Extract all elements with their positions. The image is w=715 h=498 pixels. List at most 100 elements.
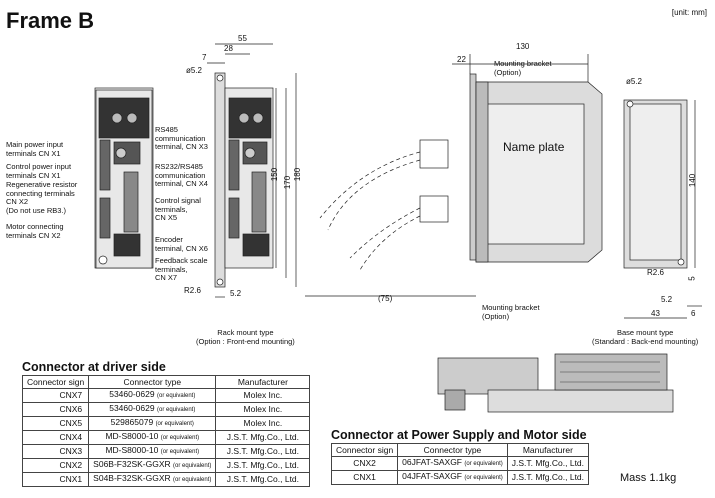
dim-6: 6 <box>691 309 696 318</box>
mass-label: Mass 1.1kg <box>620 472 677 484</box>
col-sign: Connector sign <box>21 375 90 389</box>
cell-maker: J.S.T. Mfg.Co., Ltd. <box>215 458 311 473</box>
power-side-heading: Connector at Power Supply and Motor side <box>331 428 587 442</box>
note-text: (or equivalent) <box>155 421 194 427</box>
cell-sign: CNX2 <box>21 458 90 473</box>
dim-r26b: R2.6 <box>647 268 664 277</box>
cell-maker: J.S.T. Mfg.Co., Ltd. <box>215 472 311 487</box>
cell-maker: Molex Inc. <box>215 388 311 403</box>
dim-phi52b: ø5.2 <box>626 77 643 86</box>
label-motor: Motor connecting terminals CN X2 <box>6 222 64 240</box>
caption-base: Base mount type (Standard : Back-end mou… <box>592 328 699 346</box>
table-header-row: Connector sign Connector type Manufactur… <box>21 375 311 389</box>
table-row: CNX2 S06B-F32SK-GGXR (or equivalent) J.S… <box>21 458 311 473</box>
type-text: 04JFAT-SAXGF <box>402 471 463 481</box>
note-text: (or equivalent) <box>173 477 212 483</box>
label-bracket-top: Mounting bracket (Option) <box>494 59 552 77</box>
dim-140: 140 <box>688 173 698 188</box>
type-text: 529865079 <box>110 417 154 427</box>
note-text: (or equivalent) <box>173 463 212 469</box>
dim-55: 55 <box>238 34 247 43</box>
cell-maker: Molex Inc. <box>215 416 311 431</box>
col-type: Connector type <box>88 375 217 389</box>
table-row: CNX7 53460-0629 (or equivalent) Molex In… <box>21 388 311 403</box>
label-feedback: Feedback scale terminals, CN X7 <box>155 256 208 282</box>
cell-sign: CNX6 <box>21 402 90 417</box>
dim-75: (75) <box>378 294 393 303</box>
cell-type: 529865079 (or equivalent) <box>88 416 217 431</box>
cell-maker: J.S.T. Mfg.Co., Ltd. <box>215 444 311 459</box>
type-text: MD-S8000-10 <box>105 445 159 455</box>
note-text: (or equivalent) <box>464 475 503 481</box>
cell-maker: Molex Inc. <box>215 402 311 417</box>
dim-150: 150 <box>270 167 280 182</box>
table-row: CNX4 MD-S8000-10 (or equivalent) J.S.T. … <box>21 430 311 445</box>
cell-sign: CNX3 <box>21 444 90 459</box>
dim-r26: R2.6 <box>184 286 201 295</box>
driver-side-table: Connector sign Connector type Manufactur… <box>21 375 311 487</box>
cell-type: 53460-0629 (or equivalent) <box>88 388 217 403</box>
col-maker: Manufacturer <box>215 375 311 389</box>
dim-5: 5 <box>687 276 697 281</box>
side-view <box>305 54 603 297</box>
cell-sign: CNX1 <box>330 470 399 485</box>
dim-180: 180 <box>293 167 303 182</box>
base-mount-view <box>623 99 702 319</box>
cell-sign: CNX4 <box>21 430 90 445</box>
dim-43: 43 <box>651 309 660 318</box>
label-encoder: Encoder terminal, CN X6 <box>155 235 208 253</box>
dim-130: 130 <box>516 42 530 51</box>
cell-sign: CNX7 <box>21 388 90 403</box>
type-text: 53460-0629 <box>109 403 155 413</box>
cell-sign: CNX2 <box>330 456 399 471</box>
dim-52: 5.2 <box>230 289 242 298</box>
cell-maker: J.S.T. Mfg.Co., Ltd. <box>506 456 590 471</box>
caption-rack: Rack mount type (Option : Front-end moun… <box>196 328 295 346</box>
cell-type: MD-S8000-10 (or equivalent) <box>88 430 217 445</box>
table-row: CNX1 S04B-F32SK-GGXR (or equivalent) J.S… <box>21 472 311 487</box>
table-row: CNX6 53460-0629 (or equivalent) Molex In… <box>21 402 311 417</box>
type-text: 06JFAT-SAXGF <box>402 457 463 467</box>
unit-label: [unit: mm] <box>671 8 707 17</box>
dim-22: 22 <box>457 55 466 64</box>
cell-type: S04B-F32SK-GGXR (or equivalent) <box>88 472 217 487</box>
type-text: S06B-F32SK-GGXR <box>93 459 171 469</box>
col-maker: Manufacturer <box>506 443 590 457</box>
cell-sign: CNX5 <box>21 416 90 431</box>
note-text: (or equivalent) <box>464 461 503 467</box>
note-text: (or equivalent) <box>160 449 200 455</box>
type-text: 53460-0629 <box>109 389 155 399</box>
front-view-rack <box>214 72 274 288</box>
power-side-table: Connector sign Connector type Manufactur… <box>330 443 590 485</box>
page-title: Frame B <box>6 8 95 33</box>
dim-phi52: ø5.2 <box>186 66 203 75</box>
driver-side-heading: Connector at driver side <box>22 360 166 374</box>
cell-type: 04JFAT-SAXGF (or equivalent) <box>397 470 508 485</box>
table-header-row: Connector sign Connector type Manufactur… <box>330 443 590 457</box>
table-row: CNX5 529865079 (or equivalent) Molex Inc… <box>21 416 311 431</box>
dim-7: 7 <box>202 53 207 62</box>
label-rs485: RS485 communication terminal, CN X3 <box>155 125 208 151</box>
cell-type: 06JFAT-SAXGF (or equivalent) <box>397 456 508 471</box>
cell-maker: J.S.T. Mfg.Co., Ltd. <box>506 470 590 485</box>
label-control-power: Control power input terminals CN X1 <box>6 162 72 180</box>
front-view-driver <box>94 87 154 269</box>
cell-sign: CNX1 <box>21 472 90 487</box>
cell-type: S06B-F32SK-GGXR (or equivalent) <box>88 458 217 473</box>
dim-28: 28 <box>224 44 233 53</box>
dim-52b: 5.2 <box>661 295 673 304</box>
table-row: CNX1 04JFAT-SAXGF (or equivalent) J.S.T.… <box>330 470 590 485</box>
connector-view <box>437 353 674 413</box>
label-regen: Regenerative resistor connecting termina… <box>6 180 78 215</box>
type-text: MD-S8000-10 <box>105 431 159 441</box>
cell-type: MD-S8000-10 (or equivalent) <box>88 444 217 459</box>
note-text: (or equivalent) <box>160 435 200 441</box>
dim-170: 170 <box>283 175 293 190</box>
label-main-power: Main power input terminals CN X1 <box>6 140 64 158</box>
col-type: Connector type <box>397 443 508 457</box>
note-text: (or equivalent) <box>156 393 196 399</box>
type-text: S04B-F32SK-GGXR <box>93 473 171 483</box>
label-rs232: RS232/RS485 communication terminal, CN X… <box>155 162 208 188</box>
cell-maker: J.S.T. Mfg.Co., Ltd. <box>215 430 311 445</box>
